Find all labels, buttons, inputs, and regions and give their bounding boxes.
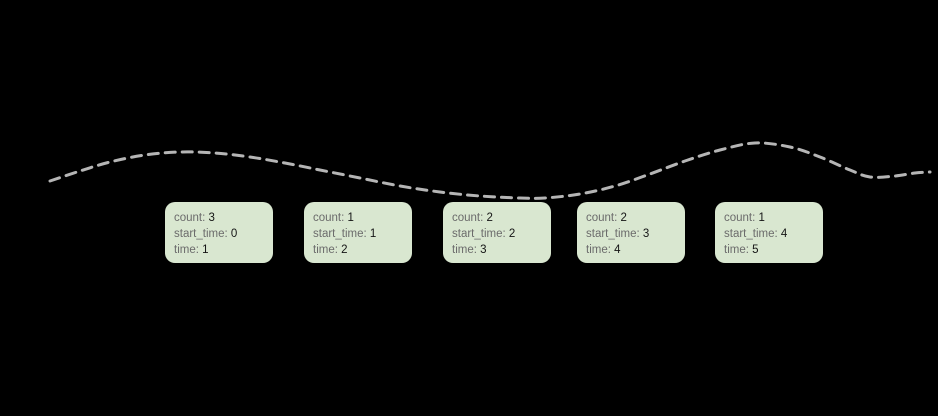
field-label: time:: [586, 244, 611, 256]
field-label: time:: [724, 244, 749, 256]
field-value: 5: [752, 244, 759, 256]
field-value: 2: [486, 212, 493, 224]
field-row: count: 3: [174, 210, 273, 226]
field-value: 2: [508, 228, 516, 240]
field-label: start_time:: [586, 228, 640, 240]
field-label: start_time:: [724, 228, 778, 240]
field-row: time: 2: [313, 242, 412, 258]
field-label: start_time:: [174, 228, 228, 240]
field-label: time:: [174, 244, 199, 256]
field-value: 4: [614, 244, 621, 256]
field-row: start_time: 1: [313, 226, 412, 242]
field-label: count:: [724, 212, 756, 224]
field-value: 1: [347, 212, 354, 224]
field-row: time: 3: [452, 242, 551, 258]
field-row: start_time: 0: [174, 226, 273, 242]
field-label: time:: [452, 244, 477, 256]
dashed-trend-path: [48, 141, 932, 200]
field-value: 1: [202, 244, 209, 256]
field-value: 2: [341, 244, 348, 256]
field-row: count: 1: [313, 210, 412, 226]
field-value: 3: [642, 228, 650, 240]
field-row: time: 5: [724, 242, 823, 258]
field-row: start_time: 2: [452, 226, 551, 242]
field-row: time: 1: [174, 242, 273, 258]
field-value: 3: [480, 244, 487, 256]
field-label: count:: [452, 212, 484, 224]
field-value: 1: [369, 228, 377, 240]
field-row: count: 2: [452, 210, 551, 226]
field-row: time: 4: [586, 242, 685, 258]
field-label: count:: [586, 212, 618, 224]
field-row: count: 1: [724, 210, 823, 226]
field-row: start_time: 3: [586, 226, 685, 242]
field-label: start_time:: [452, 228, 506, 240]
field-row: count: 2: [586, 210, 685, 226]
field-label: time:: [313, 244, 338, 256]
field-value: 1: [758, 212, 765, 224]
field-label: count:: [313, 212, 345, 224]
field-value: 3: [208, 212, 215, 224]
field-value: 4: [780, 228, 788, 240]
field-value: 2: [620, 212, 627, 224]
field-value: 0: [230, 228, 238, 240]
field-label: count:: [174, 212, 206, 224]
field-row: start_time: 4: [724, 226, 823, 242]
field-label: start_time:: [313, 228, 367, 240]
